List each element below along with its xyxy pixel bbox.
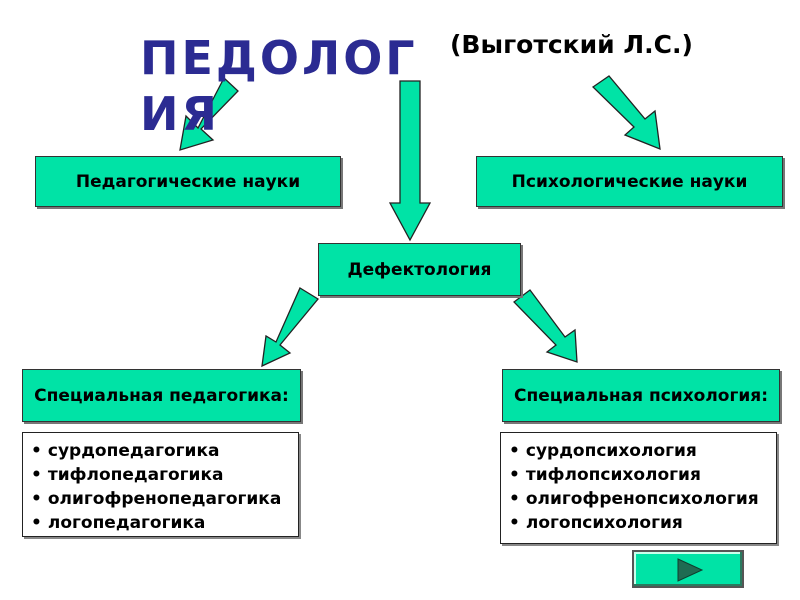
author-label: (Выготский Л.С.)	[450, 30, 693, 59]
page-title: ПЕДОЛОГИЯ	[140, 31, 418, 141]
list-psychology: сурдопсихология тифлопсихология олигофре…	[500, 432, 777, 544]
list-pedagogy: сурдопедагогика тифлопедагогика олигофре…	[22, 432, 299, 537]
arrow-to-special-psychology	[513, 289, 578, 363]
box-defectology: Дефектология	[318, 243, 521, 296]
play-right-arrow-icon	[677, 558, 704, 582]
list-item: олигофренопсихология	[509, 487, 776, 511]
arrow-to-pedagogical	[179, 76, 239, 151]
list-item: олигофренопедагогика	[31, 487, 298, 511]
box-special-psychology: Специальная психология:	[502, 369, 780, 422]
list-item: логопсихология	[509, 511, 776, 535]
box-psychological-sciences: Психологические науки	[476, 156, 783, 207]
list-item: сурдопсихология	[509, 439, 776, 463]
next-slide-button[interactable]	[632, 550, 744, 588]
box-pedagogical-sciences: Педагогические науки	[35, 156, 341, 207]
list-item: сурдопедагогика	[31, 439, 298, 463]
arrow-to-special-pedagogy	[261, 287, 319, 368]
box-special-pedagogy: Специальная педагогика:	[22, 369, 301, 422]
list-item: тифлопедагогика	[31, 463, 298, 487]
arrow-to-psychological	[591, 75, 661, 151]
list-item: логопедагогика	[31, 511, 298, 535]
list-item: тифлопсихология	[509, 463, 776, 487]
arrow-to-defectology	[388, 80, 432, 242]
